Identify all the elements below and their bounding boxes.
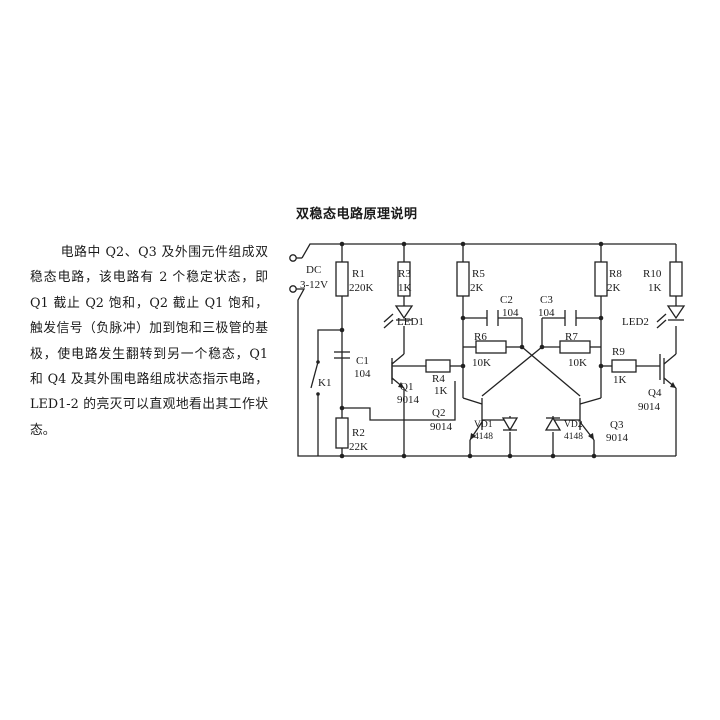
q3-model: 9014 [606,432,629,444]
transistor-q4 [663,353,677,389]
q1-model: 9014 [397,394,420,406]
vd2-model: 4148 [564,432,583,442]
r7-value: 10K [568,357,587,369]
r9-value: 1K [613,374,627,386]
vd1-name: VD1 [474,420,493,430]
r10-name: R10 [643,268,662,280]
diagram-title: 双稳态电路原理说明 [296,207,418,222]
vd1-model: 4148 [474,432,493,442]
r5-value: 2K [470,282,484,294]
q1-name: Q1 [400,381,413,393]
vd2-name: VD2 [564,420,583,430]
c2-name: C2 [500,294,513,306]
r8-value: 2K [607,282,621,294]
q4-model: 9014 [638,401,661,413]
resistor-r9 [611,359,637,373]
resistor-r2 [335,417,349,449]
terminal-positive [289,254,297,262]
led-2 [656,305,686,329]
r9-name: R9 [612,346,625,358]
resistor-r1 [335,261,349,297]
q2-name: Q2 [432,407,445,419]
switch-k1 [316,360,320,396]
led2-name: LED2 [622,316,649,328]
terminal-negative [289,285,297,293]
r6-value: 10K [472,357,491,369]
c3-value: 104 [538,307,555,319]
power-label: DC [306,264,321,276]
q3-name: Q3 [610,419,624,431]
r5-name: R5 [472,268,485,280]
power-voltage: 3-12V [300,279,328,291]
c1-value: 104 [354,368,371,380]
led1-name: LED1 [397,316,424,328]
q2-model: 9014 [430,421,453,433]
resistor-r6 [475,340,507,354]
resistor-r3 [397,261,411,297]
capacitor-c2 [486,310,499,326]
r2-name: R2 [352,427,365,439]
capacitor-c1 [334,351,350,359]
diode-vd1 [501,417,519,432]
diode-vd2 [544,416,562,431]
capacitor-c3 [564,310,577,326]
r1-value: 220K [349,282,374,294]
circuit-labels: DC 3-12V R1 220K R3 1K R5 2K R8 2K R10 1… [300,264,662,453]
k1-label: K1 [318,377,331,389]
r3-value: 1K [398,282,412,294]
c1-name: C1 [356,355,369,367]
r1-name: R1 [352,268,365,280]
resistor-r8 [594,261,608,297]
circuit-wires [296,243,677,457]
r4-value: 1K [434,385,448,397]
r3-name: R3 [398,268,411,280]
r2-value: 22K [349,441,368,453]
q4-name: Q4 [648,387,662,399]
r7-name: R7 [565,331,578,343]
description-paragraph: 电路中 Q2、Q3 及外围元件组成双稳态电路，该电路有 2 个稳定状态，即 Q1… [30,245,268,438]
r4-name: R4 [432,373,445,385]
c2-value: 104 [502,307,519,319]
led-1 [383,305,414,329]
junction-dots [339,241,604,459]
r8-name: R8 [609,268,622,280]
resistor-r5 [456,261,470,297]
resistor-r4 [425,359,451,373]
r10-value: 1K [648,282,662,294]
transistor-q2 [470,433,476,440]
c3-name: C3 [540,294,553,306]
resistor-r10 [669,261,683,297]
r6-name: R6 [474,331,487,343]
resistor-r7 [559,340,591,354]
transistor-q3 [588,433,594,440]
transistor-q1 [391,353,405,389]
